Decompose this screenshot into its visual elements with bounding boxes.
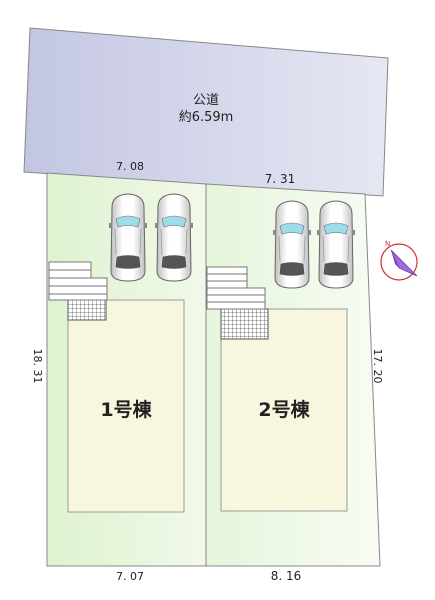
dimension-left-side: 18. 31 xyxy=(31,349,44,384)
svg-text:N: N xyxy=(385,240,390,248)
car-icon xyxy=(108,193,148,282)
stairs-icon xyxy=(206,266,266,310)
dimension-lot1-top: 7. 08 xyxy=(116,160,144,173)
grid-deck-icon xyxy=(67,299,107,321)
dimension-lot2-bottom: 8. 16 xyxy=(271,569,302,583)
building-2-label: 2号棟 xyxy=(258,398,310,421)
dimension-lot2-top: 7. 31 xyxy=(265,172,296,186)
stairs-icon xyxy=(48,261,108,301)
grid-deck-icon xyxy=(220,308,269,340)
building-1-label: 1号棟 xyxy=(100,398,152,421)
dimension-right-side: 17. 20 xyxy=(371,349,384,384)
building-2 xyxy=(220,308,348,512)
compass-icon: N xyxy=(380,240,418,281)
dimension-lot1-bottom: 7. 07 xyxy=(116,570,144,583)
building-1 xyxy=(67,299,185,513)
public-road xyxy=(23,27,389,197)
car-icon xyxy=(316,200,356,289)
car-icon xyxy=(272,200,312,289)
road-width: 約6.59m xyxy=(179,110,234,125)
car-icon xyxy=(154,193,194,282)
road-label: 公道 xyxy=(193,93,219,108)
